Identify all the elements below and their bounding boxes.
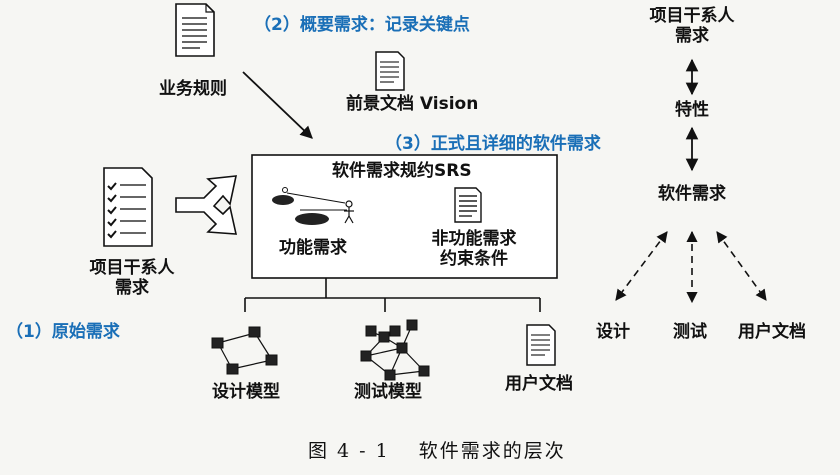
use-case-sketch [272, 187, 354, 225]
hollow-fork-arrow [175, 175, 238, 235]
business-rules-label: 业务规则 [159, 79, 227, 99]
design-model-graph [211, 326, 278, 375]
business-rules-document-icon [175, 3, 215, 57]
user-docs-document-icon [526, 324, 556, 366]
requirement-design-arrow [615, 231, 668, 301]
requirement-userdocs-arrow [716, 231, 767, 301]
test-model-label: 测试模型 [354, 382, 422, 402]
right-stakeholders-label: 项目干系人 需求 [634, 6, 750, 47]
stakeholder-checklist-icon [103, 167, 153, 247]
right-stakeholders-line1: 项目干系人 [649, 6, 735, 26]
stakeholders-label-line1: 项目干系人 [89, 258, 175, 278]
right-user-docs-label: 用户文档 [738, 322, 806, 342]
annotation-summary-requirements: （2）概要需求：记录关键点 [254, 15, 470, 35]
annotation-formal-requirements: （3）正式且详细的软件需求 [385, 134, 601, 154]
functional-requirements-label: 功能需求 [279, 238, 347, 258]
stakeholders-label: 项目干系人 需求 [86, 258, 178, 299]
test-model-graph [360, 319, 430, 381]
features-label: 特性 [675, 100, 709, 120]
vision-document-icon [375, 51, 405, 91]
srs-output-connector [244, 278, 541, 312]
design-model-label: 设计模型 [212, 382, 280, 402]
vision-document-label: 前景文档 Vision [346, 94, 479, 114]
test-label: 测试 [673, 322, 707, 342]
right-stakeholders-line2: 需求 [675, 26, 709, 47]
business-rules-arrow [242, 71, 313, 139]
user-docs-label: 用户文档 [505, 374, 573, 394]
design-label: 设计 [596, 322, 630, 342]
nonfunctional-requirements-label: 非功能需求 约束条件 [418, 229, 530, 270]
software-requirements-label: 软件需求 [658, 184, 726, 204]
nonfunctional-label-line2: 约束条件 [440, 249, 508, 270]
stakeholders-label-line2: 需求 [115, 278, 149, 299]
srs-title: 软件需求规约SRS [332, 161, 472, 181]
annotation-raw-requirements: （1）原始需求 [6, 322, 120, 342]
figure-caption: 图 4 - 1 软件需求的层次 [308, 440, 566, 462]
nonfunctional-document-icon [454, 187, 482, 223]
nonfunctional-label-line1: 非功能需求 [431, 229, 517, 249]
